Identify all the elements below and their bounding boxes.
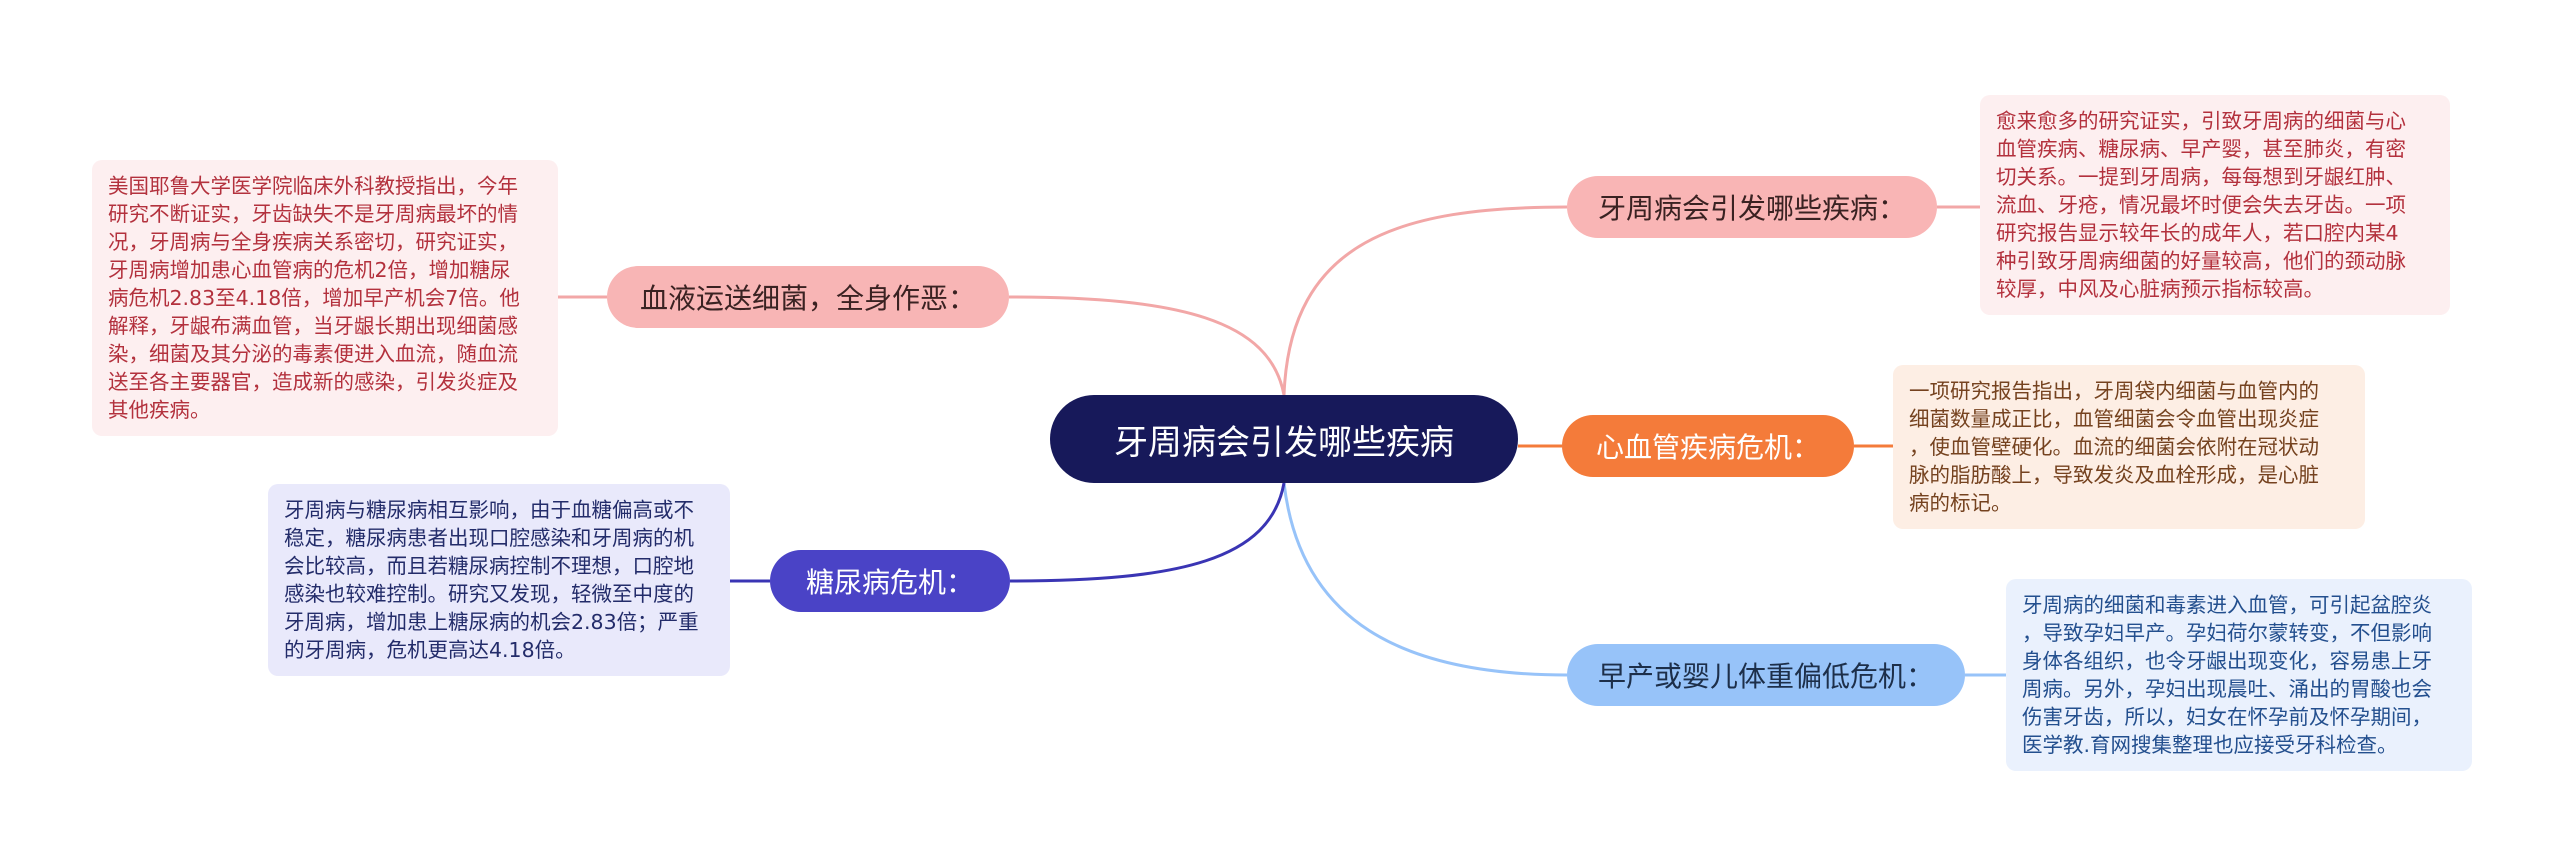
note-diabetes-risk: 牙周病与糖尿病相互影响，由于血糖偏高或不 稳定，糖尿病患者出现口腔感染和牙周病的…: [268, 484, 730, 676]
note-premature-birth-risk: 牙周病的细菌和毒素进入血管，可引起盆腔炎 ，导致孕妇早产。孕妇荷尔蒙转变，不但影…: [2006, 579, 2472, 771]
link-central-top: [1282, 205, 1568, 396]
link-central-diab: [1009, 482, 1286, 583]
note-cardiovascular-risk: 一项研究报告指出，牙周袋内细菌与血管内的 细菌数量成正比，血管细菌会令血管出现炎…: [1893, 365, 2365, 529]
note-diseases: 愈来愈多的研究证实，引致牙周病的细菌与心 血管疾病、糖尿病、早产婴，甚至肺炎，有…: [1980, 95, 2450, 315]
branch-diabetes-risk[interactable]: 糖尿病危机：: [770, 550, 1010, 612]
link-central-blood: [1008, 295, 1286, 396]
link-central-preg: [1282, 482, 1568, 677]
branch-premature-birth-risk[interactable]: 早产或婴儿体重偏低危机：: [1567, 644, 1965, 706]
branch-cardiovascular-risk[interactable]: 心血管疾病危机：: [1562, 415, 1854, 477]
branch-blood-bacteria[interactable]: 血液运送细菌，全身作恶：: [607, 266, 1009, 328]
central-topic[interactable]: 牙周病会引发哪些疾病: [1050, 395, 1518, 483]
branch-diseases[interactable]: 牙周病会引发哪些疾病：: [1567, 176, 1937, 238]
note-blood-bacteria: 美国耶鲁大学医学院临床外科教授指出，今年 研究不断证实，牙齿缺失不是牙周病最坏的…: [92, 160, 558, 436]
